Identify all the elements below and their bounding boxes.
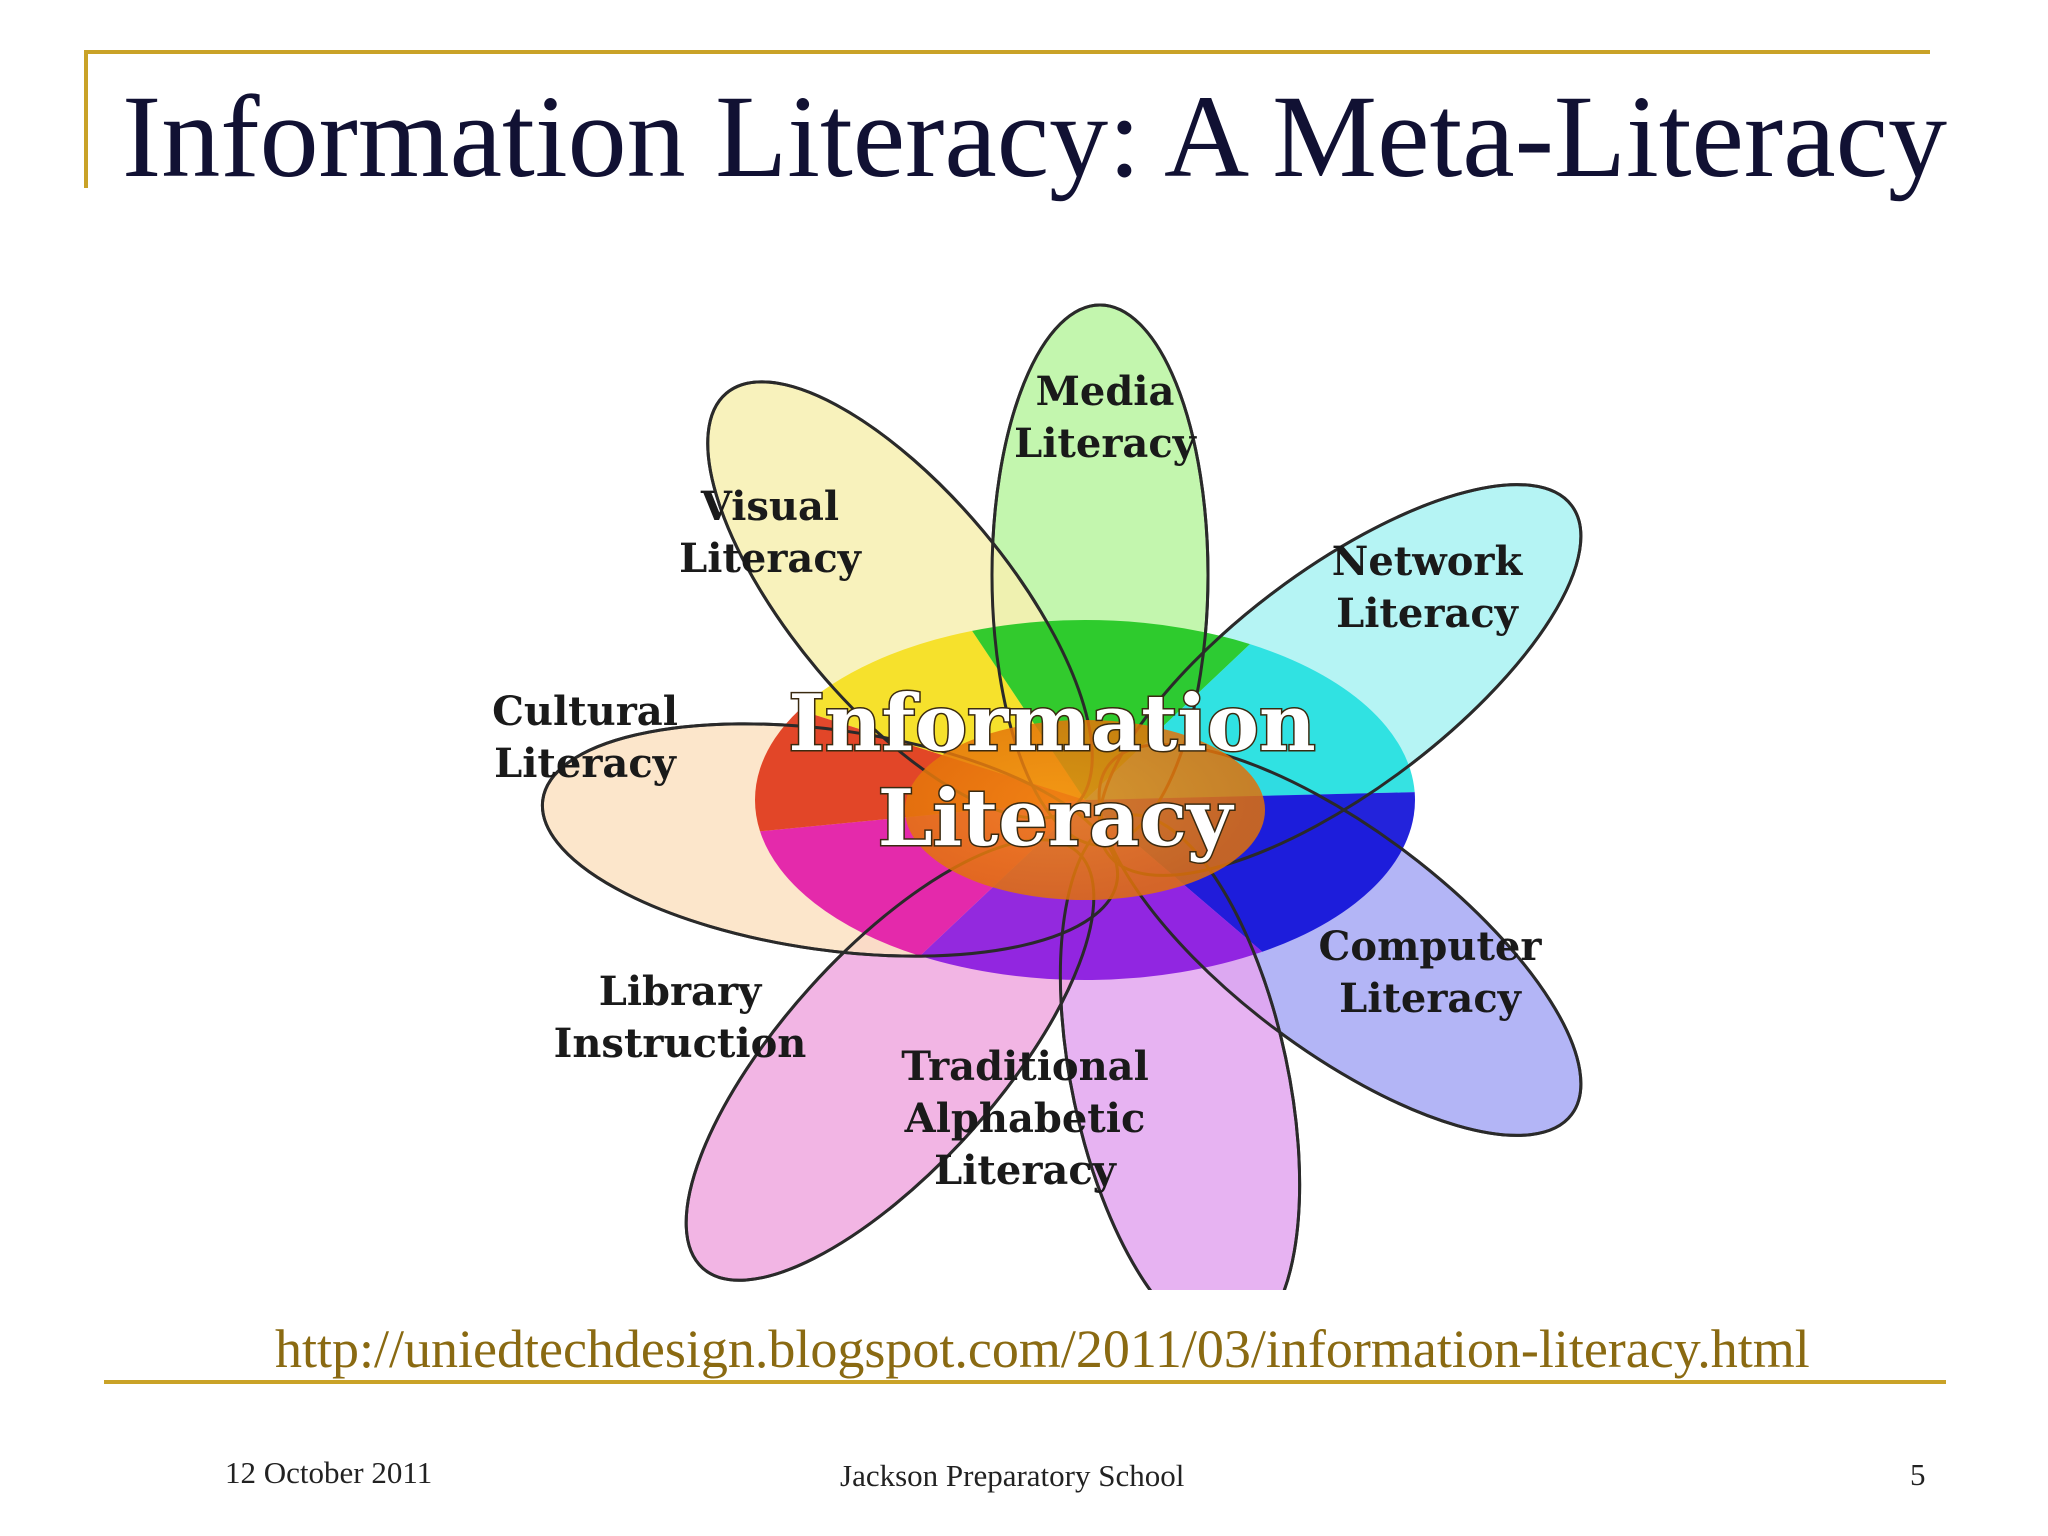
- traditional-label-line-2: Alphabetic: [904, 1095, 1146, 1142]
- title-left-rule: [84, 50, 88, 188]
- bottom-rule: [104, 1380, 1946, 1384]
- footer-page-number: 5: [1910, 1457, 1926, 1492]
- visual-label-line-1: Visual: [700, 483, 839, 530]
- media-label-line-1: Media: [1036, 368, 1175, 415]
- footer-school: Jackson Preparatory School: [840, 1458, 1185, 1493]
- computer-label-line-2: Literacy: [1339, 975, 1523, 1022]
- traditional-label-line-3: Literacy: [934, 1147, 1118, 1194]
- media-label-line-2: Literacy: [1014, 420, 1198, 467]
- information-literacy-core: [905, 720, 1265, 900]
- computer-label-line-1: Computer: [1319, 923, 1543, 970]
- network-label-line-2: Literacy: [1336, 590, 1520, 637]
- cultural-label-line-1: Cultural: [492, 688, 678, 735]
- media-ring-segment: [972, 620, 1250, 800]
- traditional-label-line-1: Traditional: [901, 1043, 1149, 1090]
- visual-label-line-2: Literacy: [679, 535, 863, 582]
- library-label-line-2: Instruction: [554, 1020, 807, 1067]
- footer-date: 12 October 2011: [225, 1455, 433, 1490]
- network-label-line-1: Network: [1332, 538, 1524, 585]
- library-label-line-1: Library: [599, 968, 763, 1015]
- center-label-line2: Literacy: [878, 773, 1235, 864]
- title-top-rule: [84, 50, 1930, 54]
- source-link[interactable]: http://uniedtechdesign.blogspot.com/2011…: [275, 1319, 1810, 1379]
- center-label-line1: Information: [788, 678, 1315, 769]
- slide-title: Information Literacy: A Meta-Literacy: [122, 71, 1947, 202]
- cultural-label-line-2: Literacy: [494, 740, 678, 787]
- literacy-flower-diagram: MediaLiteracyNetworkLiteracyComputerLite…: [492, 303, 1583, 1290]
